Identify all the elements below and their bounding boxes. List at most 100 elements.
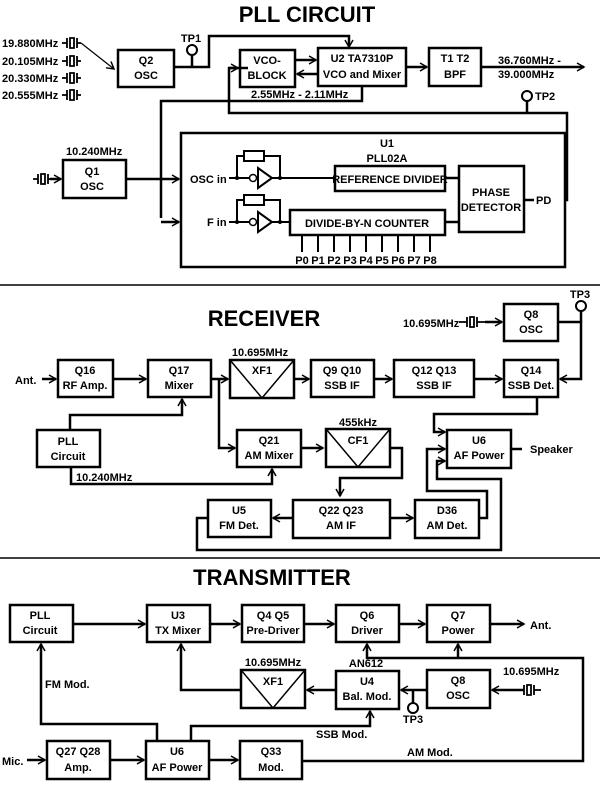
- filter-icon: [229, 359, 295, 400]
- q9-label: Q9 Q10: [323, 365, 362, 377]
- q12-ssb-if-block: [392, 358, 476, 399]
- u5-label: U5: [232, 505, 246, 517]
- tx-u6-af-power-block: [144, 739, 211, 781]
- rx-tp3-label: TP3: [570, 289, 590, 301]
- speaker-label: Speaker: [530, 444, 574, 456]
- crystal-icon: [459, 316, 485, 328]
- q9-sub: SSB IF: [324, 380, 360, 392]
- pin-label: P1: [311, 255, 324, 267]
- q12-label: Q12 Q13: [412, 365, 457, 377]
- vco-label: VCO-: [253, 55, 281, 67]
- phase-detector-block: [457, 164, 526, 234]
- tp1-label: TP1: [181, 33, 201, 45]
- q7-sub: Power: [441, 625, 475, 637]
- q33-mod-block: [238, 739, 304, 781]
- divide-by-n-counter-block: [288, 208, 447, 237]
- u4-bal-mod-block: [334, 669, 401, 711]
- vco-range-label: 2.55MHz - 2.11MHz: [251, 89, 349, 101]
- selector-line: [80, 42, 116, 70]
- vco-sub: BLOCK: [247, 70, 286, 82]
- q16-label: Q16: [75, 365, 96, 377]
- u3-sub: TX Mixer: [155, 625, 202, 637]
- q17-sub: Mixer: [165, 380, 194, 392]
- rx-u6-sub: AF Power: [454, 450, 505, 462]
- u4-label: U4: [360, 676, 375, 688]
- q33-label: Q33: [261, 746, 282, 758]
- q14-label: Q14: [521, 365, 543, 377]
- an612-label: AN612: [349, 658, 383, 670]
- pin-label: P7: [407, 255, 420, 267]
- q2-osc-block: [116, 48, 176, 89]
- tx-pll-label: PLL: [30, 610, 51, 622]
- bpf-label: T1 T2: [441, 53, 470, 65]
- crystal-icon: [523, 684, 541, 696]
- phase-label: PHASE: [472, 187, 510, 199]
- u5-fm-det-block: [206, 498, 273, 539]
- fm-mod-label: FM Mod.: [45, 679, 90, 691]
- pin-label: P6: [391, 255, 404, 267]
- d36-label: D36: [437, 505, 457, 517]
- amplifier-icon: [229, 150, 335, 190]
- q7-label: Q7: [451, 610, 466, 622]
- q2-sub: OSC: [134, 70, 158, 82]
- u3-label: U3: [171, 610, 185, 622]
- crystal-icon: [33, 173, 60, 185]
- q16-sub: RF Amp.: [63, 380, 108, 392]
- rx-tp3-testpoint: [575, 300, 587, 312]
- pll-out-freq-1: 36.760MHz -: [498, 55, 561, 67]
- transmitter-title: TRANSMITTER: [193, 565, 351, 590]
- q4-label: Q4 Q5: [257, 610, 289, 622]
- q6-driver-block: [334, 603, 401, 644]
- pin-label: P5: [375, 255, 388, 267]
- u2-sub: VCO and Mixer: [323, 69, 402, 81]
- rx-q8-sub: OSC: [519, 324, 543, 336]
- mic-label: Mic.: [2, 756, 23, 768]
- q4-sub: Pre-Driver: [246, 625, 300, 637]
- q1-osc-block: [61, 158, 128, 200]
- rx-pll-freq: 10.240MHz: [76, 472, 133, 484]
- rx-pll-sub: Circuit: [51, 451, 86, 463]
- tx-pll-sub: Circuit: [23, 625, 58, 637]
- tx-u6-sub: AF Power: [152, 762, 203, 774]
- crystal-freq: 20.105MHz: [2, 56, 59, 68]
- u2-label: U2 TA7310P: [331, 53, 394, 65]
- tx-xf1-freq: 10.695MHz: [245, 657, 302, 669]
- rx-ant-label: Ant.: [15, 375, 36, 387]
- rx-xf1-freq: 10.695MHz: [232, 347, 289, 359]
- u1-label: U1: [380, 138, 394, 150]
- q17-label: Q17: [169, 365, 190, 377]
- q4-pre-driver-block: [240, 603, 306, 644]
- tx-xf1-label: XF1: [263, 676, 283, 688]
- filter-icon: [240, 669, 306, 710]
- cf1-freq: 455kHz: [339, 417, 377, 429]
- tp2-testpoint: [521, 90, 533, 102]
- pin-label: P2: [327, 255, 340, 267]
- tp2-label: TP2: [535, 91, 555, 103]
- pll-title: PLL CIRCUIT: [239, 2, 376, 27]
- amplifier-icon: [229, 194, 291, 234]
- q6-sub: Driver: [351, 625, 384, 637]
- tx-tp3-testpoint: [407, 702, 419, 714]
- q2-label: Q2: [139, 55, 154, 67]
- tx-u6-label: U6: [170, 746, 184, 758]
- u5-sub: FM Det.: [219, 520, 259, 532]
- crystal-freq: 20.330MHz: [2, 73, 59, 85]
- q6-label: Q6: [360, 610, 375, 622]
- rx-u6-label: U6: [472, 435, 486, 447]
- q22-sub: AM IF: [326, 520, 356, 532]
- osc-in-label: OSC in: [190, 174, 227, 186]
- tx-ant-label: Ant.: [530, 620, 551, 632]
- receiver-section: RECEIVER Ant. Q16 RF Amp. Q17 Mixer 10.6…: [15, 289, 590, 552]
- pin-label: P4: [359, 255, 373, 267]
- tx-q8-freq: 10.695MHz: [503, 666, 560, 678]
- q33-sub: Mod.: [258, 762, 284, 774]
- pin-label: P3: [343, 255, 356, 267]
- f-in-label: F in: [207, 217, 227, 229]
- q14-sub: SSB Det.: [508, 380, 554, 392]
- pll-section: PLL CIRCUIT 19.880MHz 20.105MHz 20.330MH…: [2, 2, 586, 269]
- bpf-sub: BPF: [444, 69, 466, 81]
- ref-divider-label: REFERENCE DIVIDER: [332, 174, 448, 186]
- pin-label: P0: [295, 255, 308, 267]
- crystal-icon: [62, 37, 81, 101]
